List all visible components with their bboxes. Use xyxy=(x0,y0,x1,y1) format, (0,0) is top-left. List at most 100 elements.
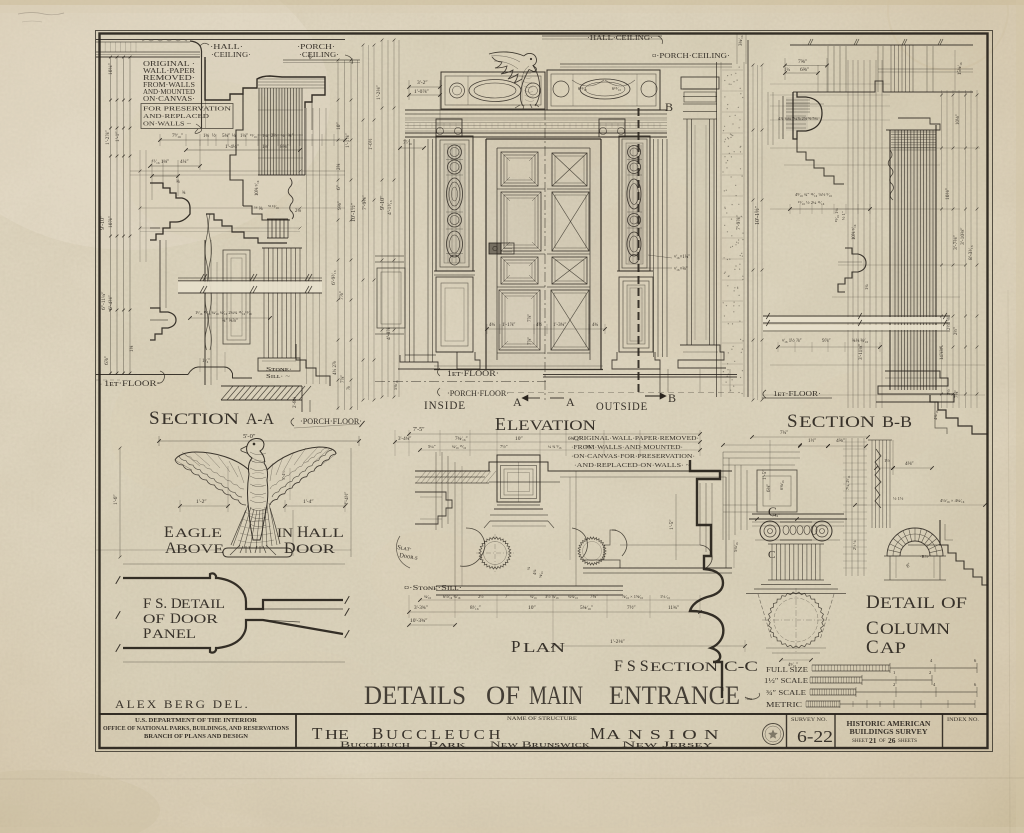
svg-text:6⅝″: 6⅝″ xyxy=(800,67,809,73)
svg-text:4¼ 2⅞: 4¼ 2⅞ xyxy=(333,361,338,375)
svg-text:4¾: 4¾ xyxy=(489,323,495,328)
svg-text:26: 26 xyxy=(888,736,896,745)
svg-text:AND·REPLACED: AND·REPLACED xyxy=(143,113,209,120)
svg-text:3'-2″: 3'-2″ xyxy=(417,80,428,86)
svg-text:AND·MOUNTED: AND·MOUNTED xyxy=(143,89,195,96)
svg-text:2⅝: 2⅝ xyxy=(337,164,342,171)
svg-text:OUTSIDE: OUTSIDE xyxy=(596,399,648,413)
svg-text:METRIC: METRIC xyxy=(766,700,802,709)
svg-text:½ 1″: ½ 1″ xyxy=(841,211,846,220)
svg-text:1'-2⅞″: 1'-2⅞″ xyxy=(105,130,111,145)
svg-text:2½: 2½ xyxy=(271,134,277,139)
svg-text:10″: 10″ xyxy=(336,122,342,130)
svg-text:⅝⁄₁₆: ⅝⁄₁₆ xyxy=(538,571,543,578)
svg-text:BUILDINGS SURVEY: BUILDINGS SURVEY xyxy=(850,728,929,736)
svg-text:C: C xyxy=(866,637,879,658)
svg-text:D: D xyxy=(170,611,181,627)
svg-text:1'-4⅛″: 1'-4⅛″ xyxy=(225,144,239,150)
svg-text:SURVEY NO.: SURVEY NO. xyxy=(791,717,827,723)
svg-text:·ORIGINAL·WALL·PAPER·REMOVED·: ·ORIGINAL·WALL·PAPER·REMOVED· xyxy=(571,435,699,442)
svg-text:A-A: A-A xyxy=(246,411,274,428)
svg-text:5⅝″: 5⅝″ xyxy=(585,444,593,449)
svg-text:·ON·CANVAS·FOR·PRESERVATION·: ·ON·CANVAS·FOR·PRESERVATION· xyxy=(571,453,695,460)
svg-text:8'-3¹⁄₁₆: 8'-3¹⁄₁₆ xyxy=(968,245,974,260)
svg-text:BOVE: BOVE xyxy=(176,541,224,556)
svg-text:S: S xyxy=(149,408,160,429)
svg-text:H: H xyxy=(297,524,309,541)
svg-text:¾: ¾ xyxy=(526,566,531,570)
svg-text:7⅞″: 7⅞″ xyxy=(528,314,533,322)
svg-text:¾⅛ ⅝⁄₁₆: ¾⅛ ⅝⁄₁₆ xyxy=(852,339,868,344)
svg-text:5⅝⁄₁₆: 5⅝⁄₁₆ xyxy=(393,380,398,390)
svg-text:2½: 2½ xyxy=(478,594,484,599)
svg-text:Bᴜᴄᴄʟᴇᴜᴄʜ: Bᴜᴄᴄʟᴇᴜᴄʜ xyxy=(340,740,411,749)
svg-text:OOR: OOR xyxy=(296,541,335,556)
svg-text:DETAILS: DETAILS xyxy=(364,681,466,710)
svg-text:4: 4 xyxy=(933,682,936,687)
svg-text:ALL: ALL xyxy=(308,525,344,540)
svg-text:LEVATION: LEVATION xyxy=(507,418,596,434)
svg-text:OF: OF xyxy=(143,611,165,626)
svg-text:1¹⁄₁₆ ¹⁵⁄₁₆ ¾⁄₁₆ ¾⁄₁₆ 2¾¾ ¹⁵⁄₁: 1¹⁄₁₆ ¹⁵⁄₁₆ ¾⁄₁₆ ¾⁄₁₆ 2¾¾ ¹⁵⁄₁₆¹¹⁄₁₆ xyxy=(195,310,252,315)
svg-text:7½″: 7½″ xyxy=(500,444,508,449)
svg-text:·CEILING·: ·CEILING· xyxy=(299,51,339,59)
svg-text:7'-9⅞″: 7'-9⅞″ xyxy=(736,215,742,230)
svg-text:2: 2 xyxy=(893,682,895,687)
svg-text:ENTRANCE: ENTRANCE xyxy=(609,681,740,710)
svg-text:9'-10″: 9'-10″ xyxy=(100,215,106,230)
svg-text:6: 6 xyxy=(974,658,977,663)
svg-text:¹⁵⁄₁₆ 1¼: ¹⁵⁄₁₆ 1¼ xyxy=(834,208,839,222)
svg-text:3'-7⅝″: 3'-7⅝″ xyxy=(953,235,959,250)
svg-text:·AND·REPLACED·ON·WALLS· ~: ·AND·REPLACED·ON·WALLS· ~ xyxy=(574,462,691,469)
svg-text:4¾: 4¾ xyxy=(592,323,598,328)
svg-text:4: 4 xyxy=(930,658,933,663)
svg-text:P: P xyxy=(143,626,151,642)
svg-text:6: 6 xyxy=(974,682,977,687)
svg-text:³⁄₁₆×⅝″: ³⁄₁₆×⅝″ xyxy=(674,266,688,272)
svg-text:A: A xyxy=(566,395,575,409)
svg-text:1'-4½″: 1'-4½″ xyxy=(345,492,350,505)
svg-text:⅞: ⅞ xyxy=(347,386,352,390)
svg-text:P: P xyxy=(511,637,520,656)
svg-text:1'-2″: 1'-2″ xyxy=(196,499,207,505)
svg-text:·HALL·: ·HALL· xyxy=(210,43,243,51)
svg-text:6⅜″: 6⅜″ xyxy=(767,484,772,492)
svg-text:5¾⁄₁₆″: 5¾⁄₁₆″ xyxy=(580,604,593,611)
svg-text:1ᴇᴛ·FLOOR·: 1ᴇᴛ·FLOOR· xyxy=(773,389,821,398)
svg-text:SHEETS: SHEETS xyxy=(898,738,917,744)
svg-text:9'-10″: 9'-10″ xyxy=(380,195,386,210)
svg-text:1'-1⅞″: 1'-1⅞″ xyxy=(502,323,515,328)
svg-text:10¼″: 10¼″ xyxy=(108,63,114,75)
svg-text:3½ ⅞⁄₁₆: 3½ ⅞⁄₁₆ xyxy=(545,594,559,599)
svg-text:³⁄₁₆ 1½ ⅞″: ³⁄₁₆ 1½ ⅞″ xyxy=(782,338,802,344)
svg-text:ECTION: ECTION xyxy=(161,411,239,428)
svg-text:C: C xyxy=(866,618,879,639)
svg-text:1'-5″: 1'-5″ xyxy=(762,469,768,480)
svg-text:¾″ ⅝⅞″: ¾″ ⅝⅞″ xyxy=(222,319,238,324)
svg-text:¹⁵⁄₁₆: ¹⁵⁄₁₆ xyxy=(250,133,257,138)
svg-text:8¹⁄₁₆″: 8¹⁄₁₆″ xyxy=(470,605,481,611)
svg-text:2: 2 xyxy=(929,670,931,675)
svg-text:·PORCH·: ·PORCH· xyxy=(297,43,335,51)
svg-text:OF: OF xyxy=(486,681,520,710)
svg-text:A: A xyxy=(513,395,522,409)
svg-text:OF: OF xyxy=(941,595,967,612)
svg-text:¾⁄₁₆ ¹⁵⁄₁₆: ¾⁄₁₆ ¹⁵⁄₁₆ xyxy=(452,444,467,449)
svg-text:·HALL·CEILING·: ·HALL·CEILING· xyxy=(587,34,653,42)
svg-text:⅛: ⅛ xyxy=(232,134,236,139)
svg-text:4½: 4½ xyxy=(536,323,542,328)
svg-text:14⅞⅝″: 14⅞⅝″ xyxy=(940,346,945,360)
svg-text:5¾⁄₁₆: 5¾⁄₁₆ xyxy=(733,542,738,552)
svg-text:2½″: 2½″ xyxy=(954,327,959,335)
svg-text:¼ ¾ ⁵⁄₁₆: ¼ ¾ ⁵⁄₁₆ xyxy=(548,444,562,449)
svg-text:OOR: OOR xyxy=(181,612,219,626)
svg-text:1'-4½: 1'-4½ xyxy=(281,471,286,480)
svg-text:6¹⁵⁄₁₆: 6¹⁵⁄₁₆ xyxy=(612,86,621,91)
svg-text:Nᴇᴡ Bʀᴜɴsᴡɪᴄᴋ: Nᴇᴡ Bʀᴜɴsᴡɪᴄᴋ xyxy=(490,740,591,749)
svg-text:ECTION: ECTION xyxy=(799,414,875,431)
svg-text:10'-1½″: 10'-1½″ xyxy=(350,202,357,222)
svg-text:·PORCH·FLOOR·: ·PORCH·FLOOR· xyxy=(300,417,362,426)
svg-text:2½: 2½ xyxy=(946,389,951,395)
svg-text:7'-9⅜″: 7'-9⅜″ xyxy=(362,195,368,210)
svg-text:OFFICE OF NATIONAL PARKS, BUIL: OFFICE OF NATIONAL PARKS, BUILDINGS, AND… xyxy=(103,725,289,732)
